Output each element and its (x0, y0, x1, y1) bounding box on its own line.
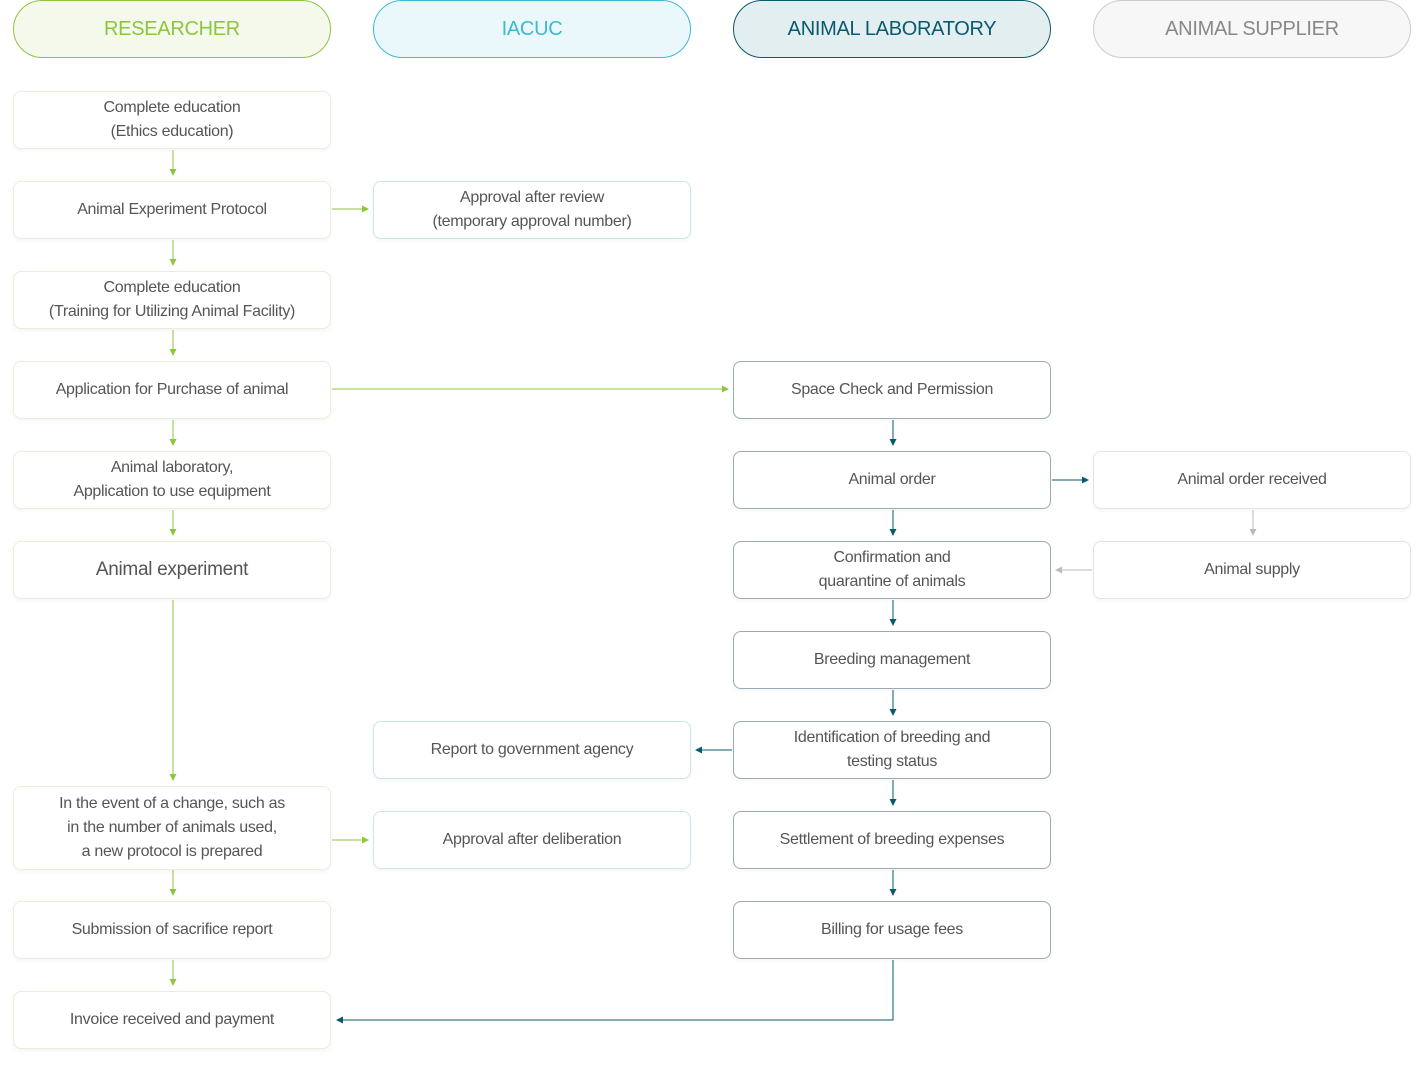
node-ethics-education: Complete education (Ethics education) (13, 91, 331, 149)
lane-header-researcher: RESEARCHER (13, 0, 331, 58)
arrow-l7-r9 (336, 960, 894, 1024)
node-sacrifice-report: Submission of sacrifice report (13, 901, 331, 959)
node-breeding-expenses: Settlement of breeding expenses (733, 811, 1051, 869)
node-animal-experiment-protocol: Animal Experiment Protocol (13, 181, 331, 239)
node-animal-experiment: Animal experiment (13, 541, 331, 599)
node-quarantine: Confirmation and quarantine of animals (733, 541, 1051, 599)
node-report-government: Report to government agency (373, 721, 691, 779)
node-new-protocol: In the event of a change, such as in the… (13, 786, 331, 870)
node-space-check: Space Check and Permission (733, 361, 1051, 419)
node-purchase-application: Application for Purchase of animal (13, 361, 331, 419)
lane-header-supplier: ANIMAL SUPPLIER (1093, 0, 1411, 58)
node-approval-after-deliberation: Approval after deliberation (373, 811, 691, 869)
lane-header-iacuc: IACUC (373, 0, 691, 58)
node-facility-training: Complete education (Training for Utilizi… (13, 271, 331, 329)
lane-header-laboratory: ANIMAL LABORATORY (733, 0, 1051, 58)
node-breeding-status: Identification of breeding and testing s… (733, 721, 1051, 779)
node-invoice-payment: Invoice received and payment (13, 991, 331, 1049)
node-approval-after-review: Approval after review (temporary approva… (373, 181, 691, 239)
node-animal-supply: Animal supply (1093, 541, 1411, 599)
node-breeding-management: Breeding management (733, 631, 1051, 689)
node-equipment-application: Animal laboratory, Application to use eq… (13, 451, 331, 509)
node-animal-order: Animal order (733, 451, 1051, 509)
node-order-received: Animal order received (1093, 451, 1411, 509)
node-billing-usage-fees: Billing for usage fees (733, 901, 1051, 959)
